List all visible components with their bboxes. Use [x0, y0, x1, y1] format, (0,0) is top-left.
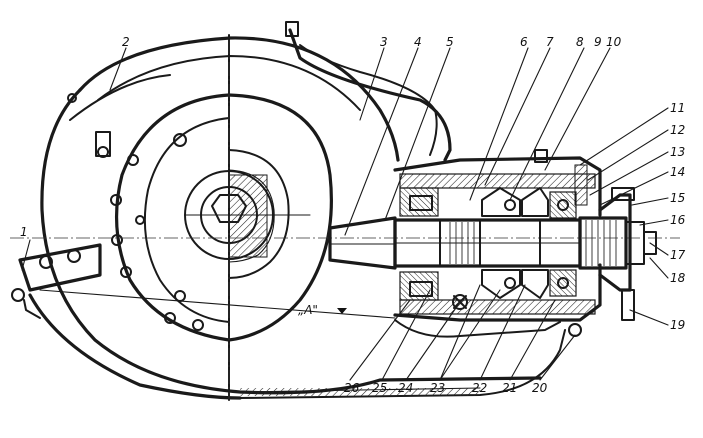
label-10: 10 — [606, 35, 622, 49]
label-4: 4 — [414, 35, 422, 49]
label-17: 17 — [670, 248, 686, 262]
shaft-cone — [328, 216, 397, 270]
label-23: 23 — [430, 381, 445, 395]
label-12: 12 — [670, 123, 685, 137]
label-25: 25 — [372, 381, 387, 395]
label-26: 26 — [344, 381, 360, 395]
part-labels: 1 2 3 4 5 6 7 8 9 10 11 12 13 14 15 16 1… — [20, 35, 686, 395]
label-21: 21 — [502, 381, 517, 395]
leader-lines — [21, 47, 669, 381]
label-9: 9 — [594, 35, 602, 49]
label-7: 7 — [546, 35, 554, 49]
label-1: 1 — [20, 225, 28, 239]
label-22: 22 — [472, 381, 487, 395]
label-20: 20 — [532, 381, 548, 395]
label-6: 6 — [520, 35, 528, 49]
label-13: 13 — [670, 145, 685, 159]
top-bracket — [67, 21, 452, 162]
arm-link — [11, 243, 102, 319]
label-5: 5 — [446, 35, 454, 49]
gearbox-housing — [393, 149, 602, 338]
label-16: 16 — [670, 213, 686, 227]
label-3: 3 — [380, 35, 388, 49]
label-14: 14 — [670, 165, 685, 179]
flywheel-section — [184, 93, 333, 342]
view-a-label: „А" — [298, 303, 318, 317]
label-8: 8 — [576, 35, 584, 49]
bell-housing — [28, 36, 566, 400]
label-24: 24 — [398, 381, 413, 395]
label-18: 18 — [670, 271, 686, 285]
label-11: 11 — [670, 101, 685, 115]
label-2: 2 — [122, 35, 130, 49]
view-arrow-icon — [337, 308, 347, 314]
label-15: 15 — [670, 191, 685, 205]
label-19: 19 — [670, 318, 685, 332]
